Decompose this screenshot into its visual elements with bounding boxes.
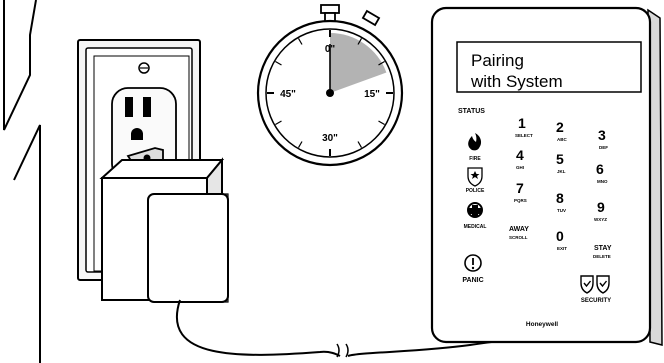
panic-label: PANIC [462,277,483,284]
key-stay-sub: DELETE [593,254,611,259]
timer-tick [357,38,363,45]
key-stay[interactable]: STAY [594,245,612,252]
timer-tick [275,120,282,126]
police-label: POLICE [466,188,485,194]
keypad-device [430,6,663,346]
timer-label-15: 15" [364,89,380,100]
power-adapter [99,157,229,303]
cable-break [336,343,349,358]
timer-tick [275,60,282,66]
key-0[interactable]: 0 [556,228,564,244]
key-away[interactable]: AWAY [509,226,529,233]
display-line-1: Pairing [471,51,524,70]
elapsed-wedge [330,33,387,93]
key-6[interactable]: 6 [596,161,604,177]
timer-tick [357,141,363,148]
key-3-sub: DEF [599,145,608,150]
key-away-sub: SCROLL [509,235,528,240]
timer-tick [378,60,385,66]
medical-label: MEDICAL [464,224,487,230]
display-line-2: with System [470,72,563,91]
timer-tick [297,141,303,148]
key-2-sub: ABC [557,137,567,142]
power-cable [176,299,341,357]
security-shield-icon[interactable] [580,275,610,294]
timer-tick [297,38,303,45]
key-4[interactable]: 4 [516,147,524,163]
timer-ticks [267,30,393,156]
police-icon[interactable] [467,167,483,187]
key-3[interactable]: 3 [598,127,606,143]
key-1[interactable]: 1 [518,115,526,131]
fire-icon[interactable] [468,133,482,151]
key-1-sub: SELECT [515,133,533,138]
stopwatch [256,4,404,167]
fire-label: FIRE [469,156,481,162]
timer-label-45: 45" [280,89,296,100]
key-9-sub: WXYZ [594,217,607,222]
key-0-sub: EXIT [557,246,567,251]
key-8-sub: TUV [557,208,566,213]
key-9[interactable]: 9 [597,199,605,215]
key-2[interactable]: 2 [556,119,564,135]
key-4-sub: GHI [516,165,524,170]
panic-icon[interactable] [464,254,482,272]
key-7[interactable]: 7 [516,180,524,196]
key-5-sub: JKL [557,169,566,174]
timer-label-30: 30" [322,133,338,144]
status-label: STATUS [458,108,485,115]
key-7-sub: PQRS [514,198,527,203]
honeywell-logo: Honeywell [526,321,558,328]
timer-tick [378,120,385,126]
security-label: SECURITY [581,298,611,304]
key-8[interactable]: 8 [556,190,564,206]
key-6-sub: MNO [597,179,608,184]
key-5[interactable]: 5 [556,151,564,167]
medical-icon[interactable] [467,202,483,218]
wall-edge [3,0,41,363]
timer-label-0: 0" [325,44,336,55]
